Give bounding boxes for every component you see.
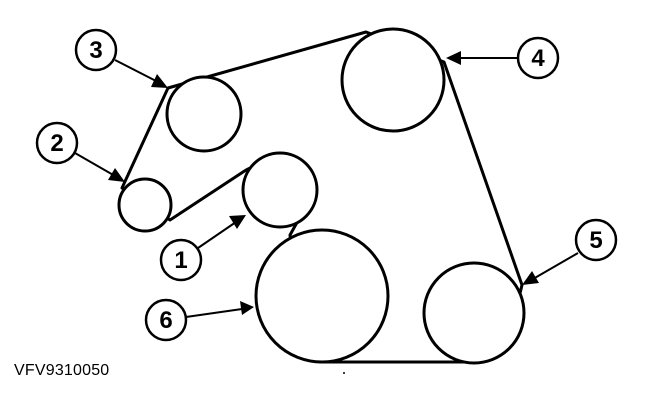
callout-label-6: 6 <box>159 307 172 334</box>
callout-4: 4 <box>446 36 560 80</box>
arrowhead-4 <box>446 51 461 65</box>
callout-circle-6 <box>144 298 188 342</box>
pulley-5 <box>422 261 526 365</box>
callout-circle-5 <box>574 218 618 262</box>
callout-1: 1 <box>159 215 246 282</box>
arrowhead-5 <box>522 271 539 285</box>
arrowhead-6 <box>240 301 254 315</box>
callout-circle-4 <box>516 36 560 80</box>
figure-code: VFV9310050 <box>14 362 110 379</box>
pulley-1 <box>241 151 319 229</box>
callout-label-2: 2 <box>50 130 63 157</box>
callout-label-3: 3 <box>89 37 102 64</box>
leader-line-1 <box>197 221 237 249</box>
leader-line-2 <box>74 152 116 177</box>
callout-5: 5 <box>522 218 618 285</box>
pulley-6 <box>254 228 390 364</box>
callout-label-5: 5 <box>589 227 602 254</box>
callout-2: 2 <box>35 121 125 182</box>
callout-circle-3 <box>74 28 118 72</box>
pulley-3 <box>165 75 243 153</box>
callout-label-1: 1 <box>174 247 187 274</box>
arrowhead-1 <box>229 215 246 229</box>
leader-line-6 <box>185 308 243 318</box>
callout-3: 3 <box>74 28 168 88</box>
callout-circle-2 <box>35 121 79 165</box>
leader-line-5 <box>532 252 579 280</box>
callout-circle-1 <box>159 238 203 282</box>
leader-line-3 <box>114 59 159 83</box>
pulley-4 <box>340 27 446 133</box>
callout-label-4: 4 <box>531 45 545 72</box>
arrowhead-3 <box>151 74 168 88</box>
scan-speck <box>343 372 345 374</box>
callout-6: 6 <box>144 298 254 342</box>
arrowhead-2 <box>108 168 125 182</box>
pulley-2 <box>117 177 173 233</box>
